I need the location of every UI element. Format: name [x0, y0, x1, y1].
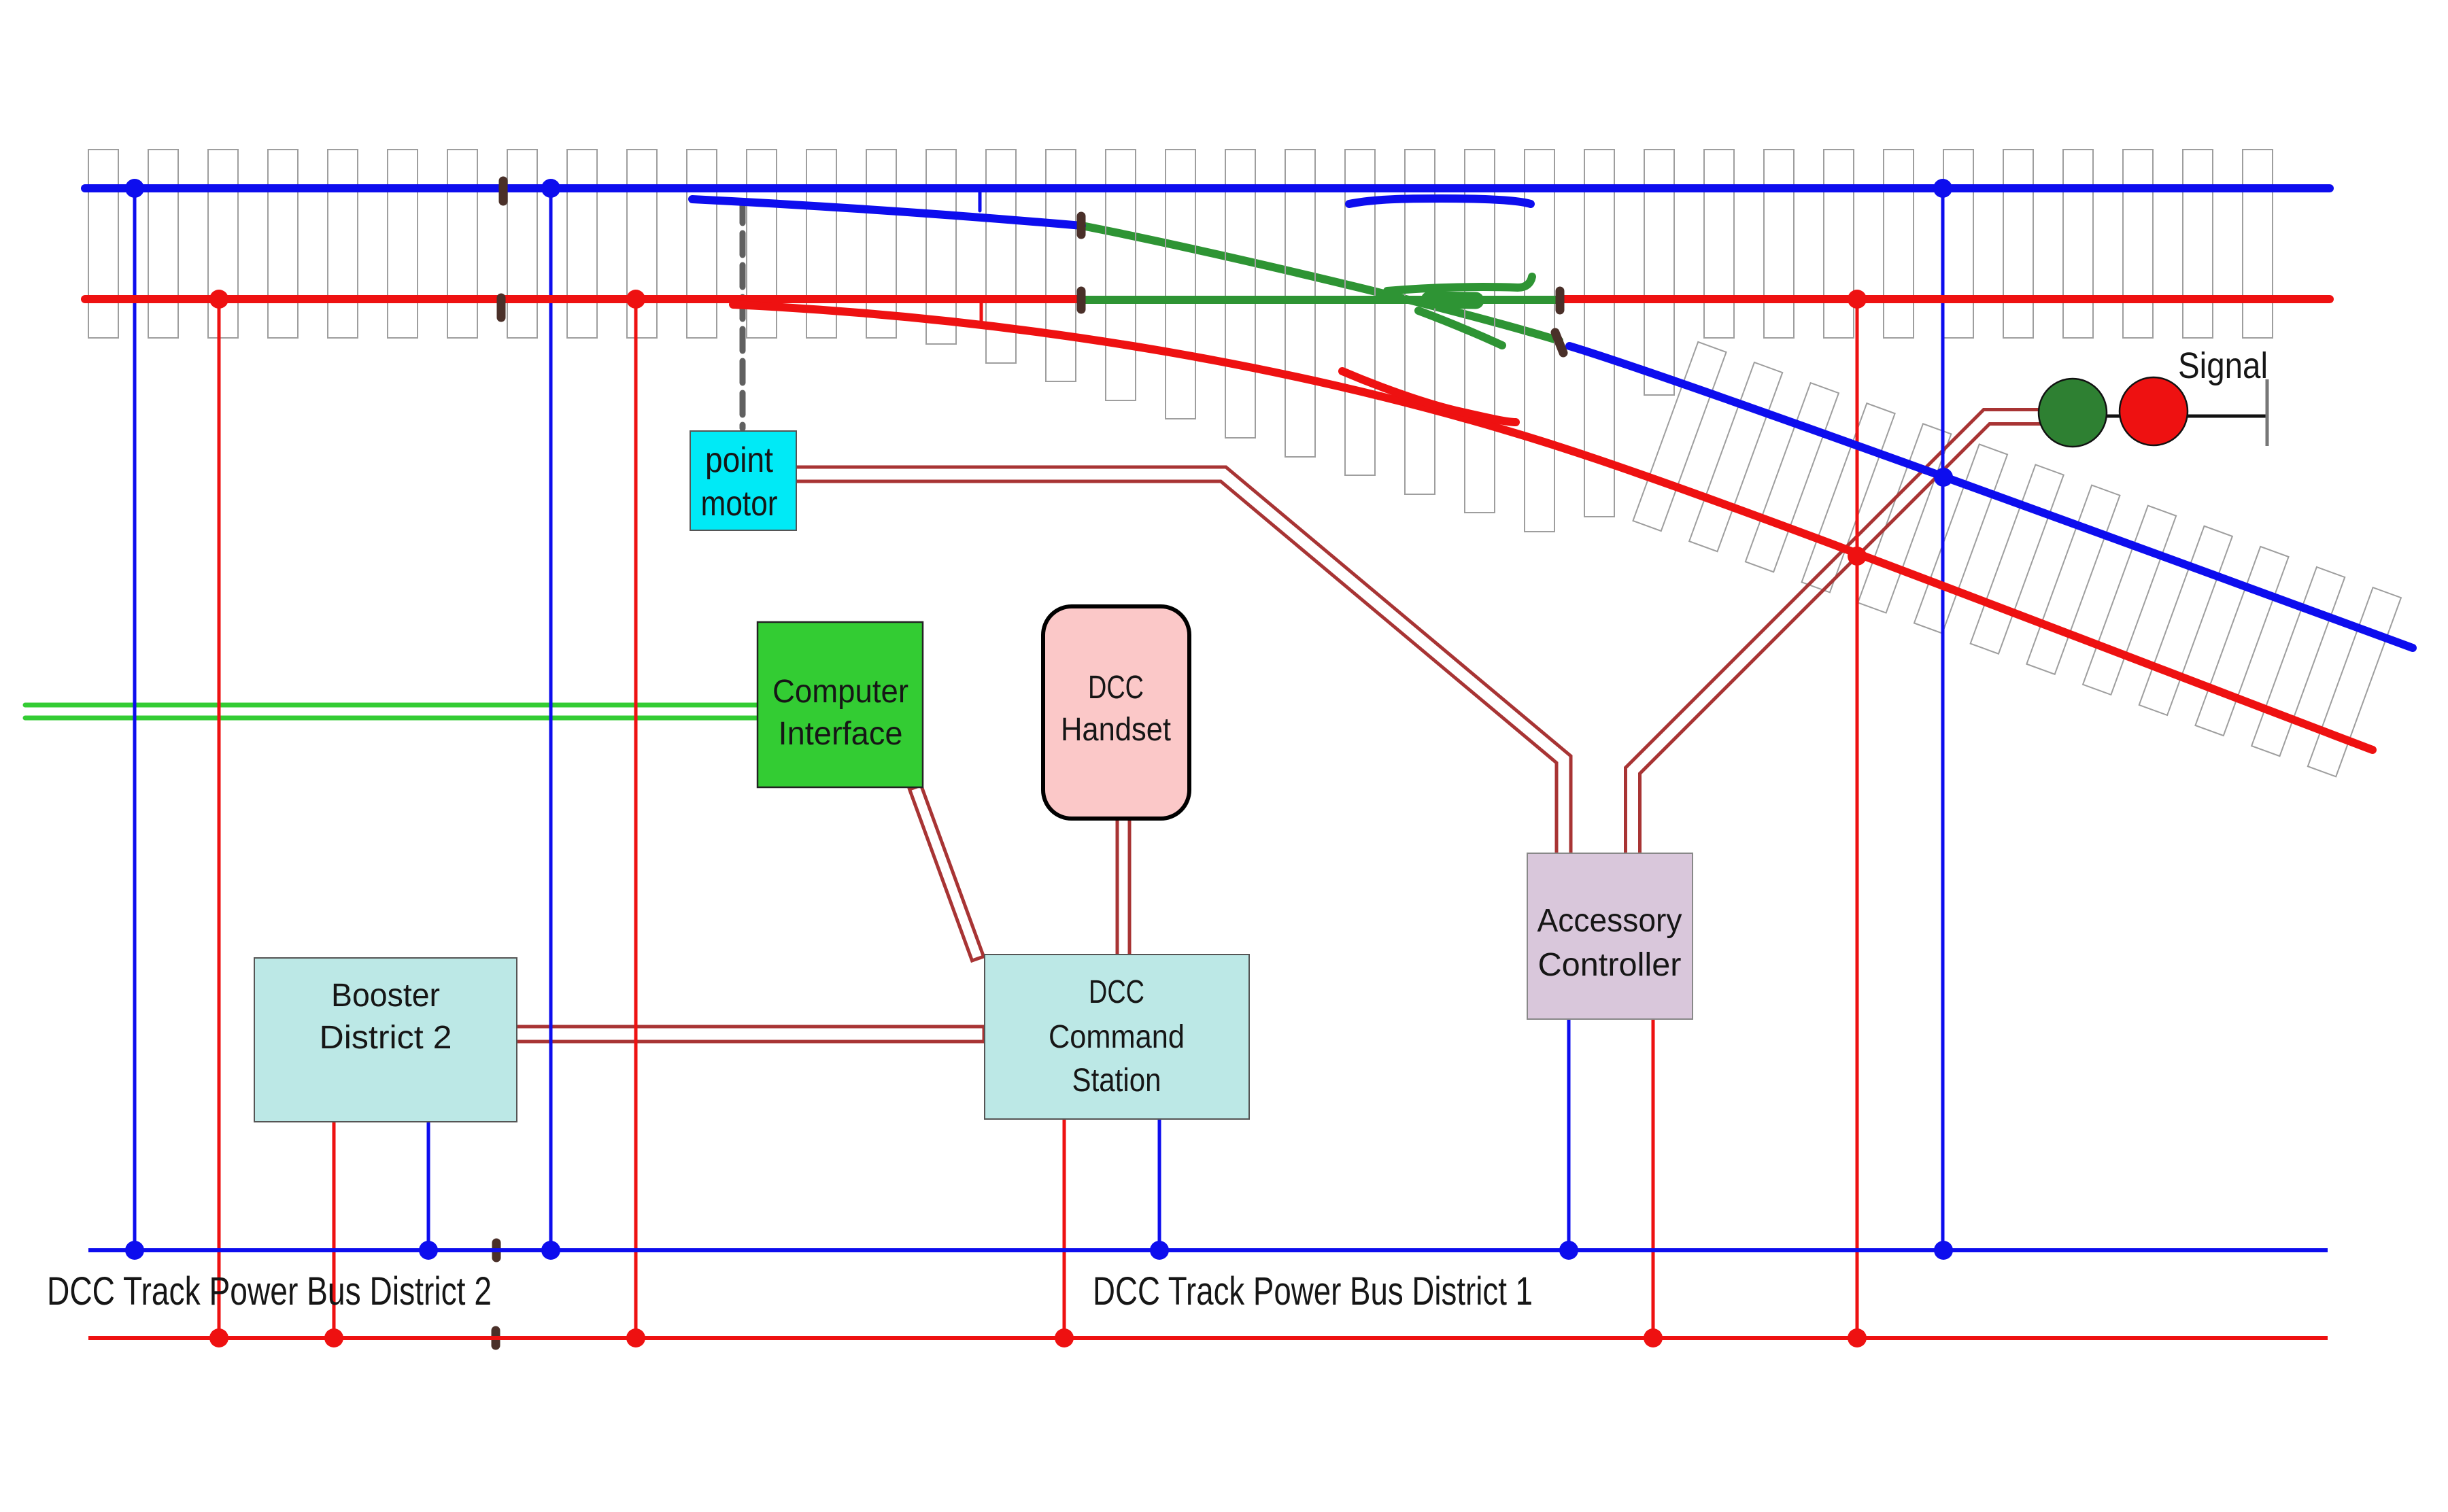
svg-text:Command: Command — [1049, 1019, 1185, 1055]
svg-text:motor: motor — [701, 484, 778, 523]
svg-text:District 2: District 2 — [320, 1020, 452, 1056]
svg-text:Interface: Interface — [779, 716, 903, 752]
svg-text:Handset: Handset — [1061, 712, 1171, 748]
svg-text:Booster: Booster — [331, 978, 440, 1014]
svg-text:DCC Track Power Bus District 2: DCC Track Power Bus District 2 — [47, 1269, 492, 1313]
svg-text:DCC: DCC — [1088, 670, 1144, 706]
svg-text:Station: Station — [1072, 1063, 1161, 1099]
svg-text:Controller: Controller — [1538, 947, 1682, 983]
svg-text:Computer: Computer — [772, 674, 908, 710]
svg-text:Accessory: Accessory — [1537, 903, 1682, 939]
svg-text:DCC: DCC — [1089, 974, 1144, 1010]
svg-text:DCC Track Power Bus District 1: DCC Track Power Bus District 1 — [1093, 1269, 1533, 1313]
svg-text:Signal: Signal — [2178, 345, 2268, 386]
svg-text:point: point — [705, 441, 773, 480]
